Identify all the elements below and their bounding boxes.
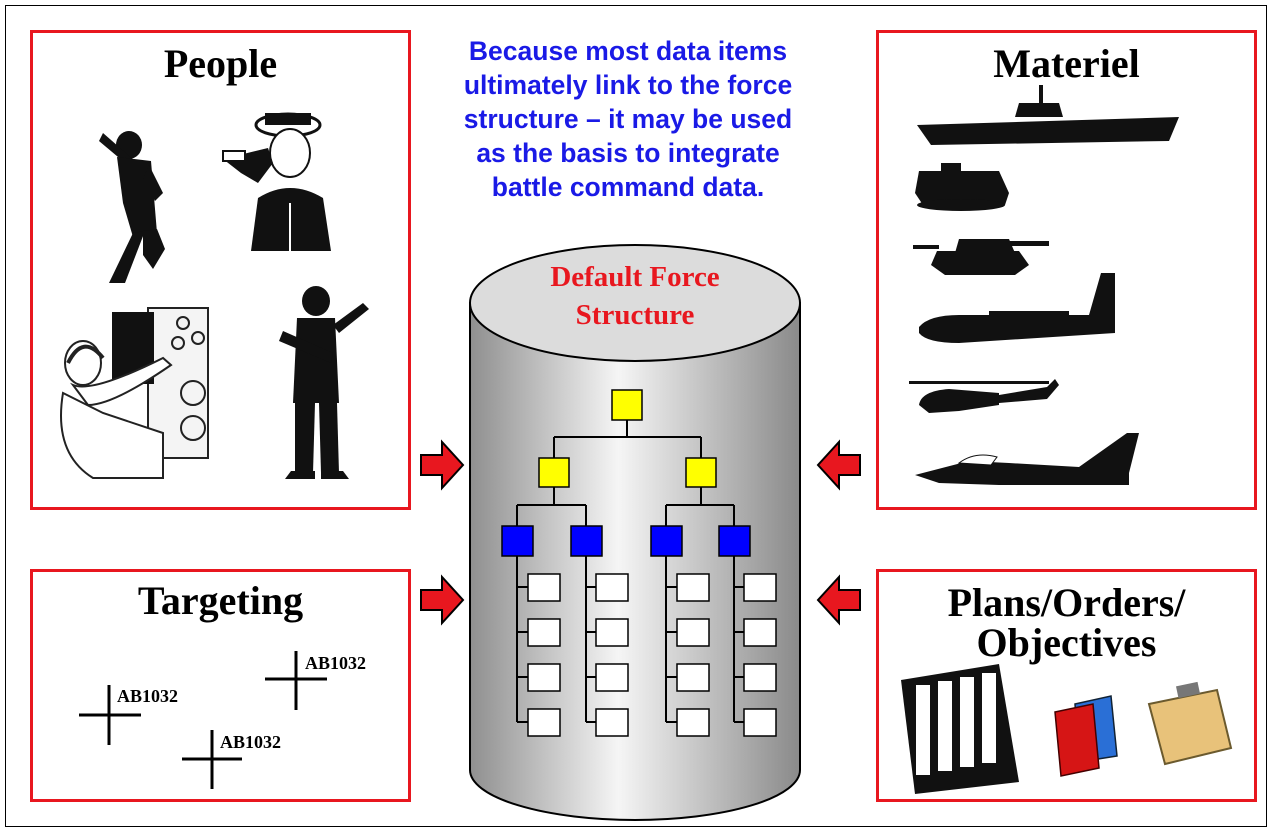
tank-icon <box>913 239 1049 275</box>
target-crosshair-icon <box>182 730 242 789</box>
arrow-right-icon <box>420 439 465 491</box>
org-node-leaf <box>527 618 561 647</box>
org-node-level2 <box>650 525 683 557</box>
target-crosshair-icon <box>79 685 141 745</box>
org-node-leaf <box>676 663 710 692</box>
org-node-leaf <box>743 573 777 602</box>
org-node-leaf <box>595 708 629 737</box>
org-node-level1 <box>685 457 717 488</box>
books-icon <box>1054 695 1118 777</box>
callout-line: battle command data. <box>491 172 765 202</box>
database-title-line1: Default Force <box>550 261 720 293</box>
org-node-level2 <box>718 525 751 557</box>
arrow-right-icon <box>420 574 465 626</box>
targeting-panel: Targeting AB1032 AB1032 AB1032 <box>30 569 411 802</box>
org-node-leaf <box>743 663 777 692</box>
org-node-leaf <box>676 618 710 647</box>
target-label: AB1032 <box>305 653 367 673</box>
materiel-title: Materiel <box>993 41 1140 86</box>
org-chart-nodes <box>501 389 777 737</box>
binders-icon <box>901 664 1019 794</box>
slide-border <box>5 5 1267 827</box>
database-title-line2: Structure <box>575 299 695 331</box>
database-title: Default Force Structure <box>480 258 790 334</box>
arrow-left-icon <box>816 439 861 491</box>
org-node-level1 <box>538 457 570 488</box>
callout-line: Because most data items <box>468 36 788 66</box>
people-title: People <box>163 41 278 86</box>
materiel-illustrations <box>909 85 1179 485</box>
org-node-root <box>611 389 643 421</box>
org-node-leaf <box>595 573 629 602</box>
plans-panel: Plans/Orders/ Objectives <box>876 569 1257 802</box>
org-node-leaf <box>595 618 629 647</box>
integration-callout: Because most data items ultimately link … <box>432 34 824 204</box>
clipboard-icon <box>1147 681 1233 766</box>
standing-soldier-icon <box>279 286 369 479</box>
org-node-level2 <box>570 525 603 557</box>
target-label: AB1032 <box>220 732 282 752</box>
radar-operator-icon <box>60 307 209 479</box>
armored-vehicle-icon <box>915 163 1009 211</box>
org-node-leaf <box>527 663 561 692</box>
callout-line: as the basis to integrate <box>476 138 780 168</box>
saluting-officer-icon <box>222 112 331 251</box>
cargo-plane-icon <box>919 273 1115 343</box>
org-node-leaf <box>676 708 710 737</box>
targeting-title: Targeting <box>137 578 304 623</box>
org-node-leaf <box>743 708 777 737</box>
fighter-jet-icon <box>915 433 1139 485</box>
org-node-leaf <box>595 663 629 692</box>
callout-line: ultimately link to the force <box>463 70 793 100</box>
org-node-leaf <box>743 618 777 647</box>
running-soldier-icon <box>99 131 165 283</box>
plans-title-line1: Plans/Orders/ <box>947 580 1186 625</box>
org-node-leaf <box>527 708 561 737</box>
materiel-panel: Materiel <box>876 30 1257 510</box>
target-crosshair-icon <box>265 651 327 710</box>
arrow-left-icon <box>816 574 861 626</box>
org-chart-connectors <box>516 420 744 723</box>
callout-line: structure – it may be used <box>463 104 793 134</box>
org-node-leaf <box>527 573 561 602</box>
plans-title-line2: Objectives <box>976 620 1157 665</box>
target-label: AB1032 <box>117 686 179 706</box>
attack-helicopter-icon <box>909 379 1059 413</box>
target-markers <box>79 651 327 789</box>
org-node-leaf <box>676 573 710 602</box>
aircraft-carrier-icon <box>917 85 1179 145</box>
people-illustrations <box>60 112 369 479</box>
people-panel: People <box>30 30 411 510</box>
org-node-level2 <box>501 525 534 557</box>
plans-illustrations <box>901 664 1233 794</box>
